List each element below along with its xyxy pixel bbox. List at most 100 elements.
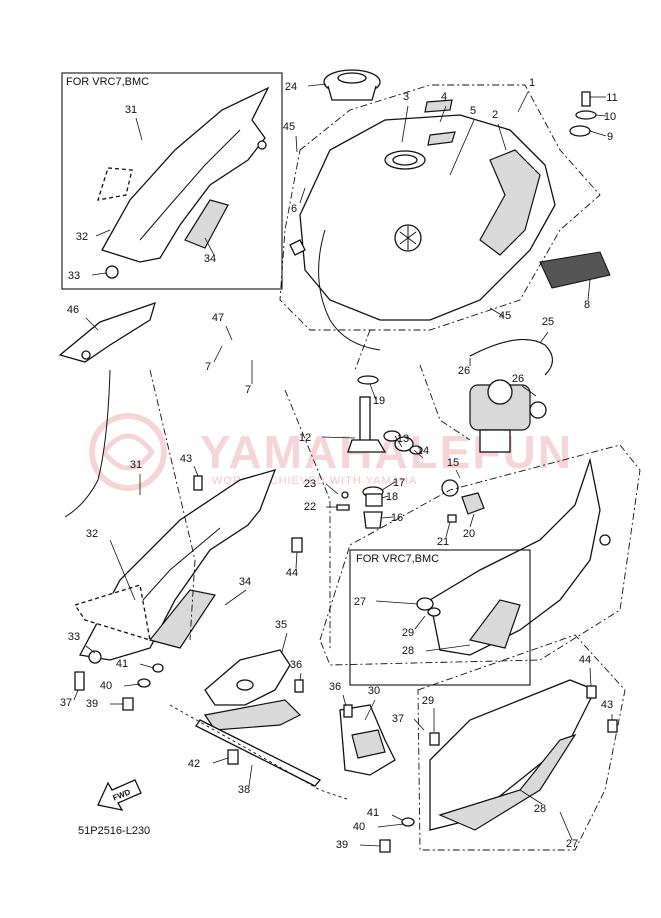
callout-leader bbox=[375, 600, 419, 605]
callout-number: 2 bbox=[492, 109, 498, 121]
callout-leader bbox=[73, 689, 79, 701]
leader-d bbox=[169, 704, 351, 801]
side-cover-left bbox=[73, 469, 277, 664]
bolt-washer-set bbox=[569, 91, 597, 137]
callout-leader bbox=[342, 694, 347, 707]
callout-leader bbox=[139, 663, 155, 669]
callout-leader bbox=[123, 683, 141, 687]
callout-number: 31 bbox=[125, 104, 137, 116]
callout-leader bbox=[299, 672, 302, 681]
callout-leader bbox=[414, 615, 426, 630]
fuel-cock-assembly bbox=[336, 375, 485, 529]
callout-leader bbox=[391, 814, 403, 821]
cover-30 bbox=[339, 704, 396, 776]
callout-leader bbox=[364, 699, 376, 721]
callout-number: 21 bbox=[437, 536, 449, 548]
callout-number: 27 bbox=[566, 838, 578, 850]
callout-leader bbox=[439, 105, 447, 123]
callout-number: 19 bbox=[373, 395, 385, 407]
callout-number: 26 bbox=[458, 365, 470, 377]
callout-leader bbox=[377, 823, 405, 828]
fuel-cap bbox=[323, 69, 381, 101]
callout-number: 47 bbox=[212, 312, 224, 324]
callout-number: 14 bbox=[417, 445, 429, 457]
callout-number: 27 bbox=[354, 596, 366, 608]
callout-leader bbox=[589, 667, 592, 687]
side-cover-top-variant bbox=[97, 86, 270, 279]
callout-number: 28 bbox=[534, 803, 546, 815]
callout-number: 46 bbox=[67, 304, 79, 316]
callout-leader bbox=[469, 513, 475, 528]
emblem-plate bbox=[539, 251, 611, 289]
bracket-38 bbox=[195, 719, 322, 787]
callout-leader bbox=[413, 449, 424, 459]
callout-number: 38 bbox=[238, 784, 250, 796]
callout-number: 16 bbox=[391, 512, 403, 524]
callout-leader bbox=[321, 436, 356, 439]
callout-number: 3 bbox=[403, 91, 409, 103]
callout-leader bbox=[109, 539, 136, 601]
callout-leader bbox=[213, 345, 223, 363]
forward-arrow-icon: FWD bbox=[97, 779, 142, 811]
callout-leader bbox=[85, 645, 96, 654]
callout-number: 29 bbox=[422, 695, 434, 707]
leader-a bbox=[149, 369, 196, 641]
variant-box-top-label: FOR VRC7,BMC bbox=[66, 76, 149, 88]
right-cover-group-frame bbox=[417, 634, 626, 851]
callout-leader bbox=[359, 844, 381, 847]
callout-number: 11 bbox=[606, 92, 617, 104]
callout-number: 32 bbox=[76, 231, 88, 243]
callout-number: 36 bbox=[290, 659, 302, 671]
callout-number: 29 bbox=[402, 627, 414, 639]
callout-leader bbox=[425, 644, 471, 652]
callout-number: 44 bbox=[579, 654, 591, 666]
callout-number: 25 bbox=[542, 316, 554, 328]
callout-number: 39 bbox=[336, 839, 348, 851]
callout-number: 40 bbox=[353, 821, 365, 833]
callout-leader bbox=[369, 383, 377, 401]
callout-leader bbox=[559, 811, 573, 841]
callout-leader bbox=[449, 119, 475, 176]
callout-leader bbox=[225, 325, 233, 341]
carburetor bbox=[469, 379, 547, 453]
callout-number: 12 bbox=[299, 432, 311, 444]
leader-c bbox=[354, 329, 371, 371]
callout-number: 43 bbox=[601, 699, 613, 711]
callout-leader bbox=[497, 123, 507, 151]
callout-number: 28 bbox=[402, 645, 414, 657]
tank-group-frame bbox=[279, 84, 601, 331]
callout-leader bbox=[539, 331, 549, 344]
callout-leader bbox=[401, 105, 409, 143]
callout-number: 37 bbox=[60, 697, 72, 709]
callout-leader bbox=[91, 272, 107, 276]
callout-leader bbox=[445, 521, 451, 538]
callout-leader bbox=[281, 632, 288, 653]
callout-number: 30 bbox=[368, 685, 380, 697]
callout-leader bbox=[489, 307, 504, 317]
callout-number: 34 bbox=[204, 253, 216, 265]
left-fasteners bbox=[74, 475, 303, 711]
callout-number: 15 bbox=[447, 457, 459, 469]
variant-box-top bbox=[61, 72, 283, 290]
variant-box-bottom bbox=[349, 549, 531, 686]
callout-number: 45 bbox=[499, 310, 511, 322]
fuel-tank bbox=[289, 99, 556, 351]
callout-leader bbox=[381, 481, 396, 491]
callout-leader bbox=[521, 385, 537, 397]
callout-leader bbox=[381, 495, 389, 499]
callout-leader bbox=[299, 187, 306, 204]
callout-number: 41 bbox=[116, 658, 128, 670]
callout-number: 7 bbox=[245, 384, 251, 396]
callout-number: 44 bbox=[286, 567, 298, 579]
callout-leader bbox=[193, 465, 199, 477]
callout-leader bbox=[224, 589, 247, 606]
callout-number: 20 bbox=[463, 528, 475, 540]
callout-number: 7 bbox=[205, 361, 211, 373]
callout-number: 45 bbox=[283, 121, 295, 133]
callout-leader bbox=[325, 483, 339, 495]
callout-number: 26 bbox=[512, 373, 524, 385]
callout-leader bbox=[381, 516, 394, 519]
side-cover-right bbox=[379, 679, 618, 853]
